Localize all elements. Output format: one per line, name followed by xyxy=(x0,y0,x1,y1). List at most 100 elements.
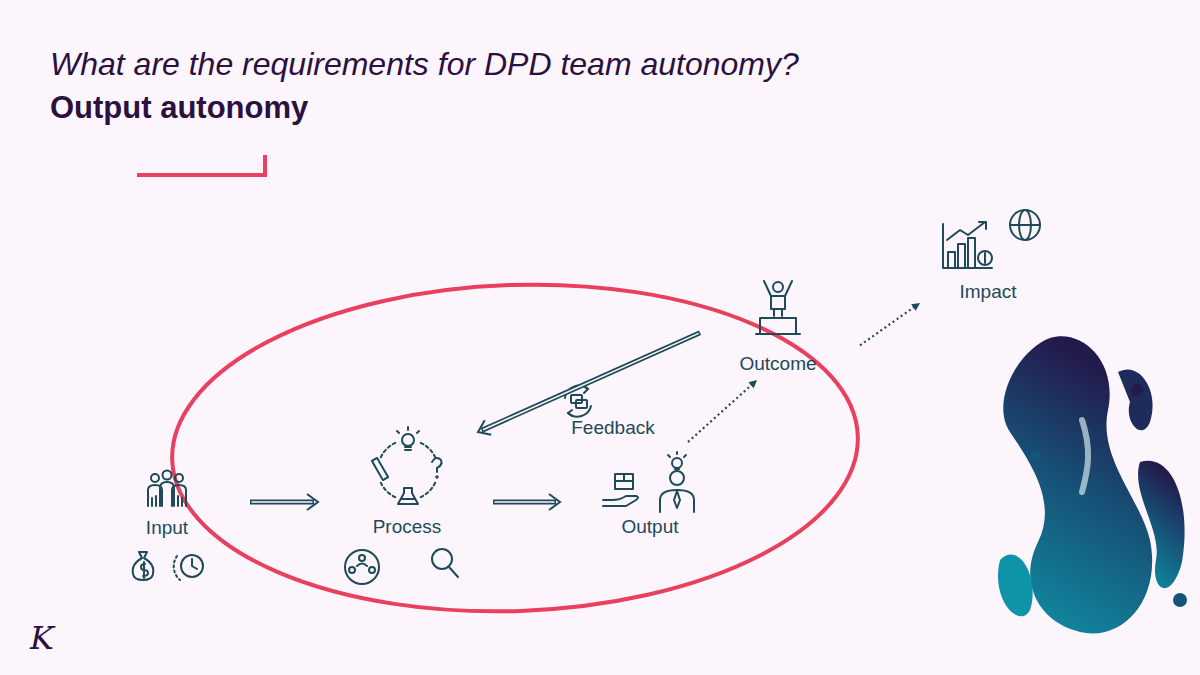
icon-stroke xyxy=(968,238,975,268)
icon-stroke xyxy=(948,252,955,268)
growth-chart-icon xyxy=(943,222,992,268)
arrow-head xyxy=(307,494,318,510)
icon-stroke xyxy=(984,253,986,263)
icon-stroke xyxy=(421,483,436,498)
icon-stroke xyxy=(603,496,638,506)
arrow-head xyxy=(549,494,560,510)
icon-stroke xyxy=(756,318,800,334)
process-stage: Impact xyxy=(920,200,1055,305)
connector-line xyxy=(482,333,700,431)
icon-stroke xyxy=(401,498,415,500)
connector-line xyxy=(483,333,699,429)
icon-stroke xyxy=(436,476,438,478)
icon-stroke xyxy=(1010,224,1040,226)
icon-stroke xyxy=(345,550,379,584)
arrow-head xyxy=(911,303,920,311)
stage-label: Outcome xyxy=(698,352,858,376)
icon-stroke xyxy=(381,443,396,458)
icon-stroke xyxy=(175,474,183,482)
slide-subtitle: Output autonomy xyxy=(50,88,308,128)
stage-label: Input xyxy=(87,516,247,540)
icon-stroke xyxy=(359,555,365,561)
team-circle-icon xyxy=(345,550,379,584)
icon-stroke xyxy=(152,496,182,506)
icon-stroke xyxy=(978,251,992,265)
icon-stroke xyxy=(1082,420,1088,492)
icon-stroke xyxy=(1060,450,1073,520)
icon-stroke xyxy=(1173,593,1187,607)
icon-stroke xyxy=(764,281,792,296)
icon-stroke xyxy=(1030,450,1040,460)
icon-stroke xyxy=(160,482,174,506)
icon-stroke xyxy=(998,555,1033,617)
icon-stroke xyxy=(397,427,419,450)
stage-label: Process xyxy=(327,515,487,539)
icon-stroke xyxy=(174,556,180,580)
connector-line xyxy=(860,307,914,345)
icon-stroke xyxy=(449,567,458,577)
idea-cycle-icon xyxy=(372,427,442,504)
icon-stroke xyxy=(943,224,992,268)
process-stage: Process xyxy=(318,432,493,590)
connector-line xyxy=(495,501,555,503)
icon-stroke xyxy=(565,386,588,398)
flow-connector xyxy=(688,380,757,442)
icon-stroke xyxy=(349,567,355,573)
slide-title: What are the requirements for DPD team a… xyxy=(50,44,799,84)
icon-stroke xyxy=(181,555,203,577)
icon-stroke xyxy=(979,222,986,229)
brand-logo: K xyxy=(30,620,54,656)
icon-stroke xyxy=(584,386,588,393)
connector-line xyxy=(493,500,556,505)
arrow-head xyxy=(478,420,491,435)
icon-stroke xyxy=(947,222,985,240)
icon-stroke xyxy=(660,490,694,512)
money-bag-icon xyxy=(133,552,154,580)
icon-stroke xyxy=(432,458,442,472)
icon-stroke xyxy=(163,471,172,480)
process-stage: Feedback xyxy=(558,358,658,438)
icon-stroke xyxy=(1118,369,1153,430)
icon-stroke xyxy=(568,410,572,416)
icon-stroke xyxy=(133,552,154,580)
icon-stroke xyxy=(672,458,682,468)
icon-stroke xyxy=(381,483,396,498)
arrow-head xyxy=(748,380,757,388)
icon-stroke xyxy=(1010,210,1040,240)
icon-stroke xyxy=(668,452,686,469)
icon-stroke xyxy=(670,471,684,485)
icon-stroke xyxy=(402,434,414,446)
icon-stroke xyxy=(773,282,783,292)
icon-stroke xyxy=(372,458,388,480)
flow-connector xyxy=(860,303,920,345)
process-stage: Outcome xyxy=(700,275,860,380)
icon-stroke xyxy=(398,488,418,504)
icon-stroke xyxy=(958,244,965,268)
icon-stroke xyxy=(192,559,197,569)
stage-label: Output xyxy=(570,515,730,539)
icon-stroke xyxy=(151,474,159,482)
team-icon xyxy=(148,471,186,507)
icon-stroke xyxy=(674,491,680,508)
connector-line xyxy=(688,385,752,442)
icon-stroke xyxy=(615,474,633,481)
product-hand-icon xyxy=(603,474,638,506)
icon-stroke xyxy=(615,474,633,489)
winner-icon xyxy=(756,281,800,334)
icon-stroke xyxy=(771,296,785,316)
process-stage: Input xyxy=(125,462,250,590)
stage-label: Feedback xyxy=(533,416,693,440)
flow-connector xyxy=(478,333,700,435)
icon-stroke xyxy=(357,564,367,567)
flow-connector xyxy=(250,494,318,510)
scope-ellipse xyxy=(167,273,864,623)
icon-stroke xyxy=(1138,461,1185,588)
icon-stroke xyxy=(421,443,436,458)
connector-line xyxy=(250,500,314,505)
connector-line xyxy=(252,501,313,503)
magnifier-icon xyxy=(432,549,458,577)
clock-icon xyxy=(174,555,203,580)
globe-icon xyxy=(1010,210,1040,240)
feedback-icon xyxy=(565,386,591,417)
